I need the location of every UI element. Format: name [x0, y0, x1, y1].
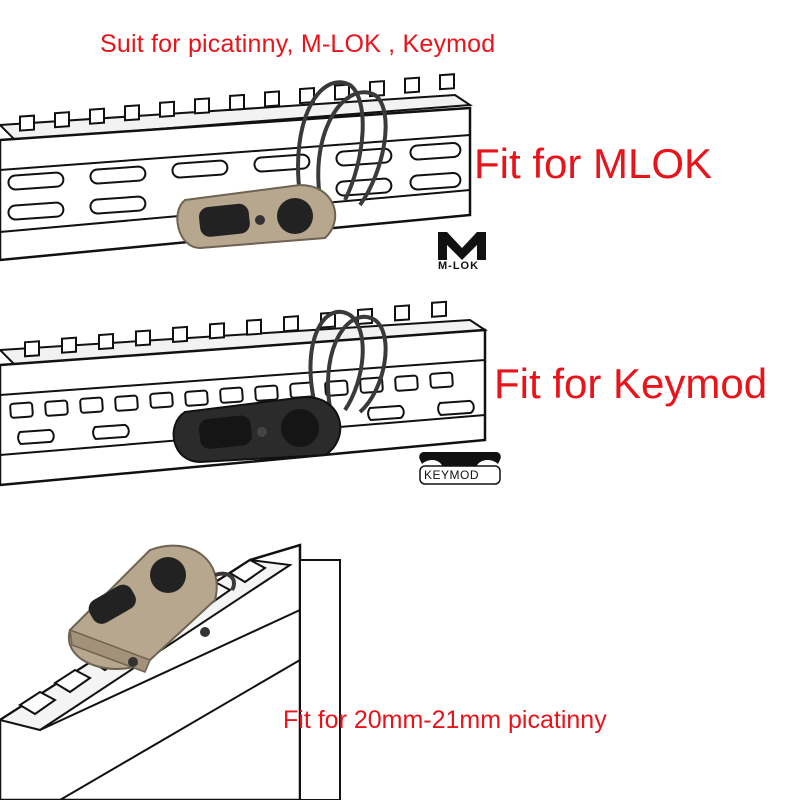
keymod-logo-text: KEYMOD: [424, 468, 480, 482]
caption-fit-keymod: Fit for Keymod: [494, 360, 768, 407]
caption-fit-picatinny: Fit for 20mm-21mm picatinny: [283, 706, 607, 734]
mlok-handguard: [0, 73, 473, 262]
picatinny-rail: [0, 543, 341, 800]
keymod-switch-cable: [308, 309, 388, 414]
mlok-pressure-switch: [176, 183, 337, 250]
keymod-handguard: [0, 300, 488, 487]
keymod-pressure-switch: [172, 395, 342, 464]
mlok-logo: [438, 232, 486, 260]
mlok-logo-text: M-LOK: [438, 260, 480, 272]
caption-suit-for: Suit for picatinny, M-LOK , Keymod: [100, 30, 496, 58]
keymod-logo: [419, 452, 501, 485]
caption-fit-mlok: Fit for MLOK: [474, 140, 713, 187]
mlok-switch-cable: [296, 80, 388, 207]
picatinny-pressure-switch: [67, 544, 236, 673]
